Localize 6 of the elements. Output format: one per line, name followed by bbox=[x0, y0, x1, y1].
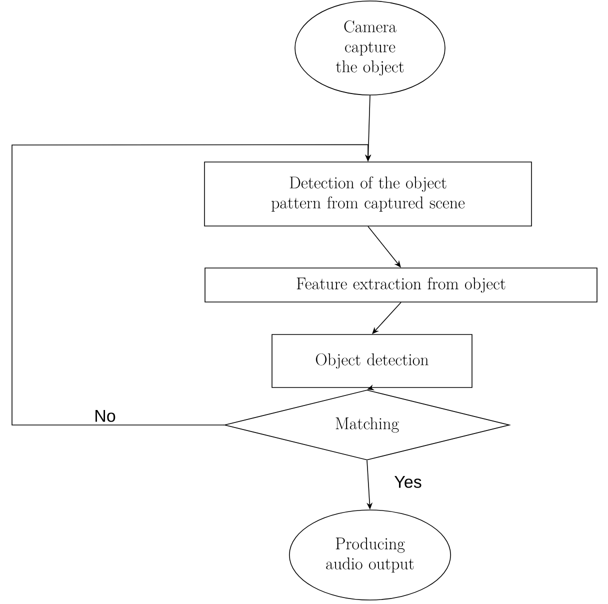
edge-label: Yes bbox=[393, 475, 423, 489]
process-box: Detection of the object pattern from captured scene bbox=[204, 162, 532, 226]
process-box: Object detection bbox=[272, 334, 472, 388]
process-box: Feature extraction from object bbox=[204, 268, 598, 302]
arrow bbox=[12, 144, 372, 426]
edge-label: No bbox=[93, 409, 117, 423]
